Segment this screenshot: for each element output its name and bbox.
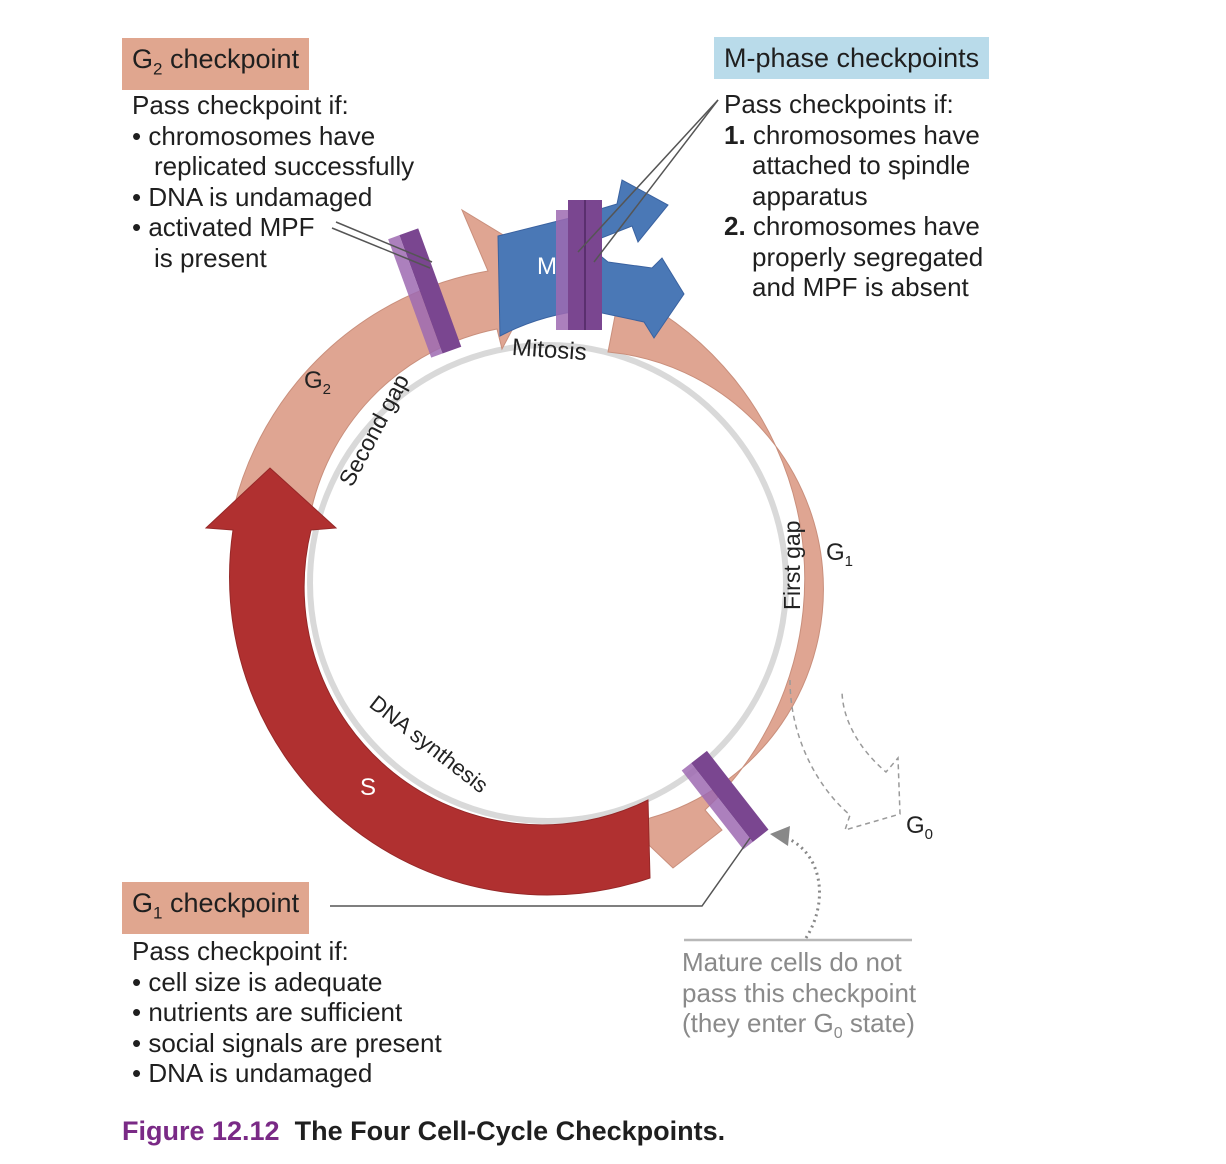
m-item-2-cont: properly segregated xyxy=(752,241,984,272)
m-label: M xyxy=(537,253,557,280)
first-gap-label: First gap xyxy=(779,521,805,610)
mature-note-line: (they enter G0 state) xyxy=(682,1008,915,1043)
g1-checkpoint-bar xyxy=(681,750,769,850)
m-checkpoint-bar xyxy=(556,200,602,330)
g2-item: • DNA is undamaged xyxy=(132,181,373,212)
g1-checkpoint-text: Pass checkpoint if: • cell size is adequ… xyxy=(132,936,442,1089)
g2-item: replicated successfully xyxy=(154,151,415,181)
m-item-1: 1. chromosomes have xyxy=(724,119,980,150)
m-item-2: 2. chromosomes have xyxy=(724,211,980,241)
m-item-2-cont: and MPF is absent xyxy=(752,272,969,302)
m-item-1-cont: apparatus xyxy=(752,180,868,211)
g1-item: • DNA is undamaged xyxy=(132,1058,373,1088)
g1-phase-arrow xyxy=(607,289,824,869)
g1-leader-line xyxy=(330,837,751,907)
g2-checkpoint-header: G2 checkpoint xyxy=(122,38,310,91)
mitosis-label: Mitosis xyxy=(511,334,587,366)
m-item-1-cont: attached to spindle xyxy=(752,150,971,180)
g1-cycle-label: G1 xyxy=(826,539,853,570)
figure-number: Figure 12.12 xyxy=(122,1116,280,1146)
g2-leader-line xyxy=(331,221,433,269)
g1-item: • nutrients are sufficient xyxy=(132,997,403,1027)
g2-item: • chromosomes have xyxy=(132,120,376,151)
ring-inner-shadow xyxy=(307,342,789,824)
m-checkpoint-header: M-phase checkpoints xyxy=(714,37,990,79)
g2-checkpoint-bar xyxy=(388,228,462,358)
m-intro: Pass checkpoints if: xyxy=(724,89,954,119)
g2-item: is present xyxy=(154,242,267,273)
figure-title: The Four Cell-Cycle Checkpoints. xyxy=(294,1116,726,1146)
g1-item: • cell size is adequate xyxy=(132,966,383,997)
g2-checkpoint-text: Pass checkpoint if: • chromosomes have r… xyxy=(132,90,414,273)
g2-item: • activated MPF xyxy=(132,212,315,242)
mature-arrowhead xyxy=(770,826,790,846)
s-phase-arrow xyxy=(204,467,651,896)
mature-note-line: Mature cells do not xyxy=(682,947,902,977)
g2-intro: Pass checkpoint if: xyxy=(132,90,349,120)
figure-caption: Figure 12.12 The Four Cell-Cycle Checkpo… xyxy=(122,1116,725,1147)
g1-intro: Pass checkpoint if: xyxy=(132,936,349,966)
g0-dashed-arrow xyxy=(789,679,901,832)
mature-cells-note: Mature cells do not pass this checkpoint… xyxy=(682,947,916,1050)
g2-phase-arrow xyxy=(232,208,549,512)
mature-dotted-arrow xyxy=(781,834,821,939)
mature-note-line: pass this checkpoint xyxy=(682,977,917,1008)
g1-item: • social signals are present xyxy=(132,1027,442,1058)
g1-checkpoint-header: G1 checkpoint xyxy=(122,882,310,935)
m-leader-lines xyxy=(577,99,719,263)
g0-label: G0 xyxy=(906,812,933,843)
s-cycle-label: S xyxy=(360,774,376,801)
g2-cycle-label: G2 xyxy=(304,367,331,398)
m-checkpoint-text: Pass checkpoints if: 1. chromosomes have… xyxy=(724,89,983,303)
